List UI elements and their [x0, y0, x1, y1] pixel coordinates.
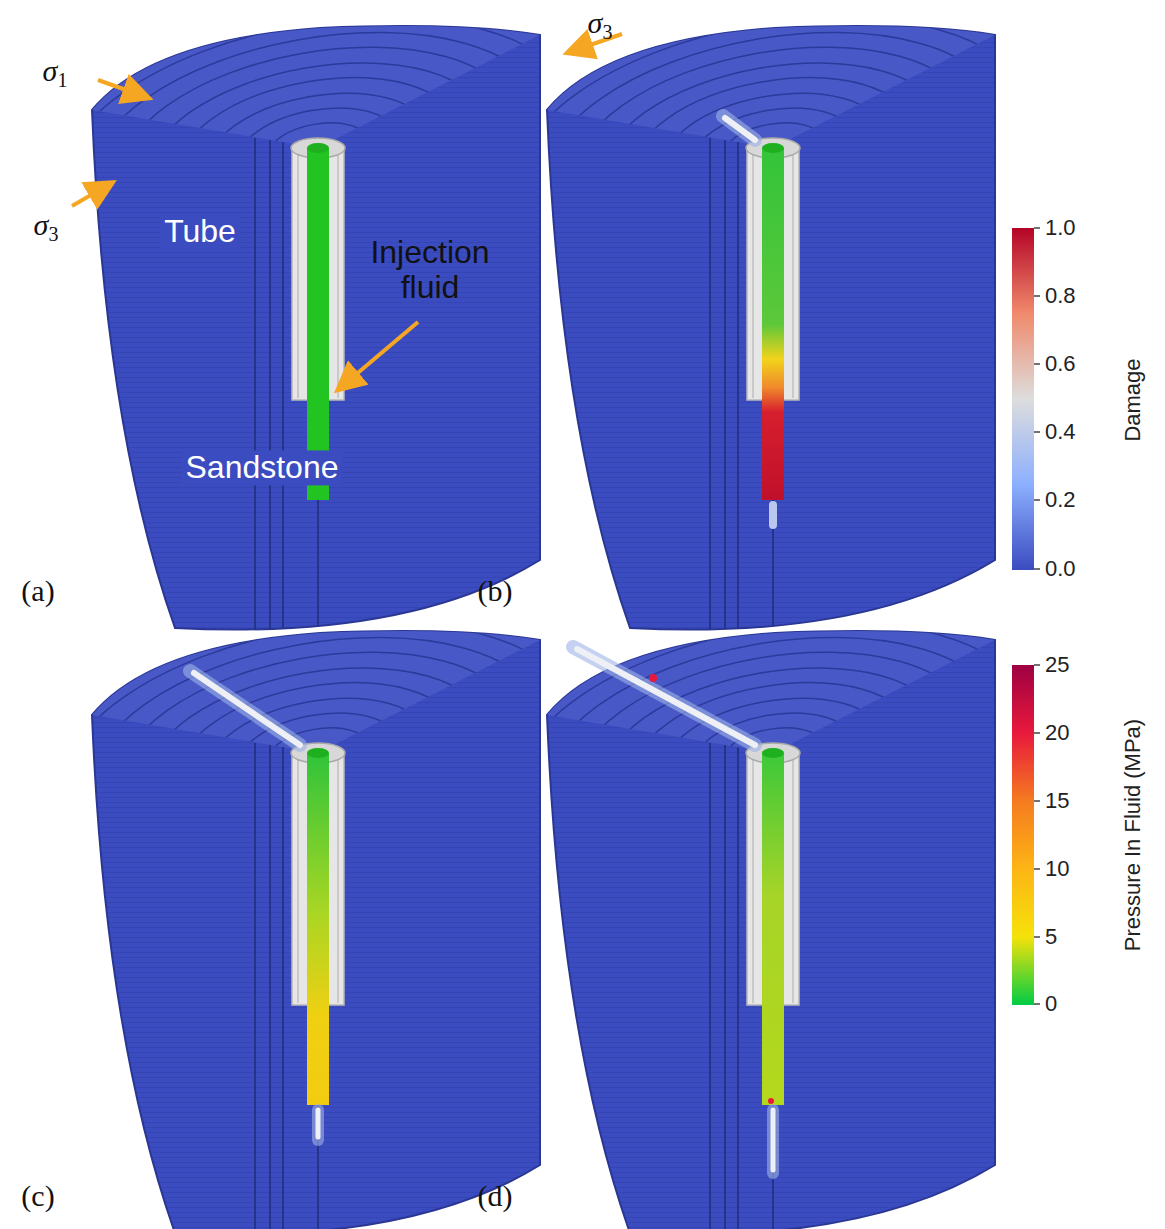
tick-label: 0	[1045, 992, 1057, 1016]
part-name: Injection fluid	[355, 235, 505, 305]
panel-d	[495, 586, 1050, 1229]
tick-label: 0.8	[1045, 284, 1076, 308]
stress-symbol: σ3	[34, 208, 59, 245]
part-name: Tube	[160, 214, 240, 249]
panel-label: (b)	[478, 574, 513, 607]
tick-label: 0.4	[1045, 420, 1076, 444]
tick-label: 20	[1045, 721, 1069, 745]
tick-label: 10	[1045, 857, 1069, 881]
panel-a	[40, 0, 622, 640]
panel-c	[40, 586, 595, 1229]
panel-label: (d)	[478, 1179, 513, 1212]
part-name: Sandstone	[181, 450, 342, 485]
tick-label: 25	[1045, 653, 1069, 677]
panel-label: (c)	[21, 1179, 54, 1212]
stress-symbol: σ1	[43, 54, 68, 91]
colorbar-title: Pressure In Fluid (MPa)	[1121, 719, 1145, 951]
tick-label: 0.2	[1045, 488, 1076, 512]
tick-label: 15	[1045, 789, 1069, 813]
panel-label: (a)	[21, 574, 54, 607]
tick-label: 0.6	[1045, 352, 1076, 376]
tick-label: 5	[1045, 925, 1057, 949]
stress-symbol: σ3	[588, 6, 613, 43]
tick-label: 0.0	[1045, 557, 1076, 581]
pressure-colorbar	[1012, 665, 1034, 1005]
damage-colorbar	[1012, 228, 1034, 570]
panel-b	[495, 0, 1050, 640]
tick-label: 1.0	[1045, 216, 1076, 240]
colorbar-title: Damage	[1121, 358, 1145, 441]
